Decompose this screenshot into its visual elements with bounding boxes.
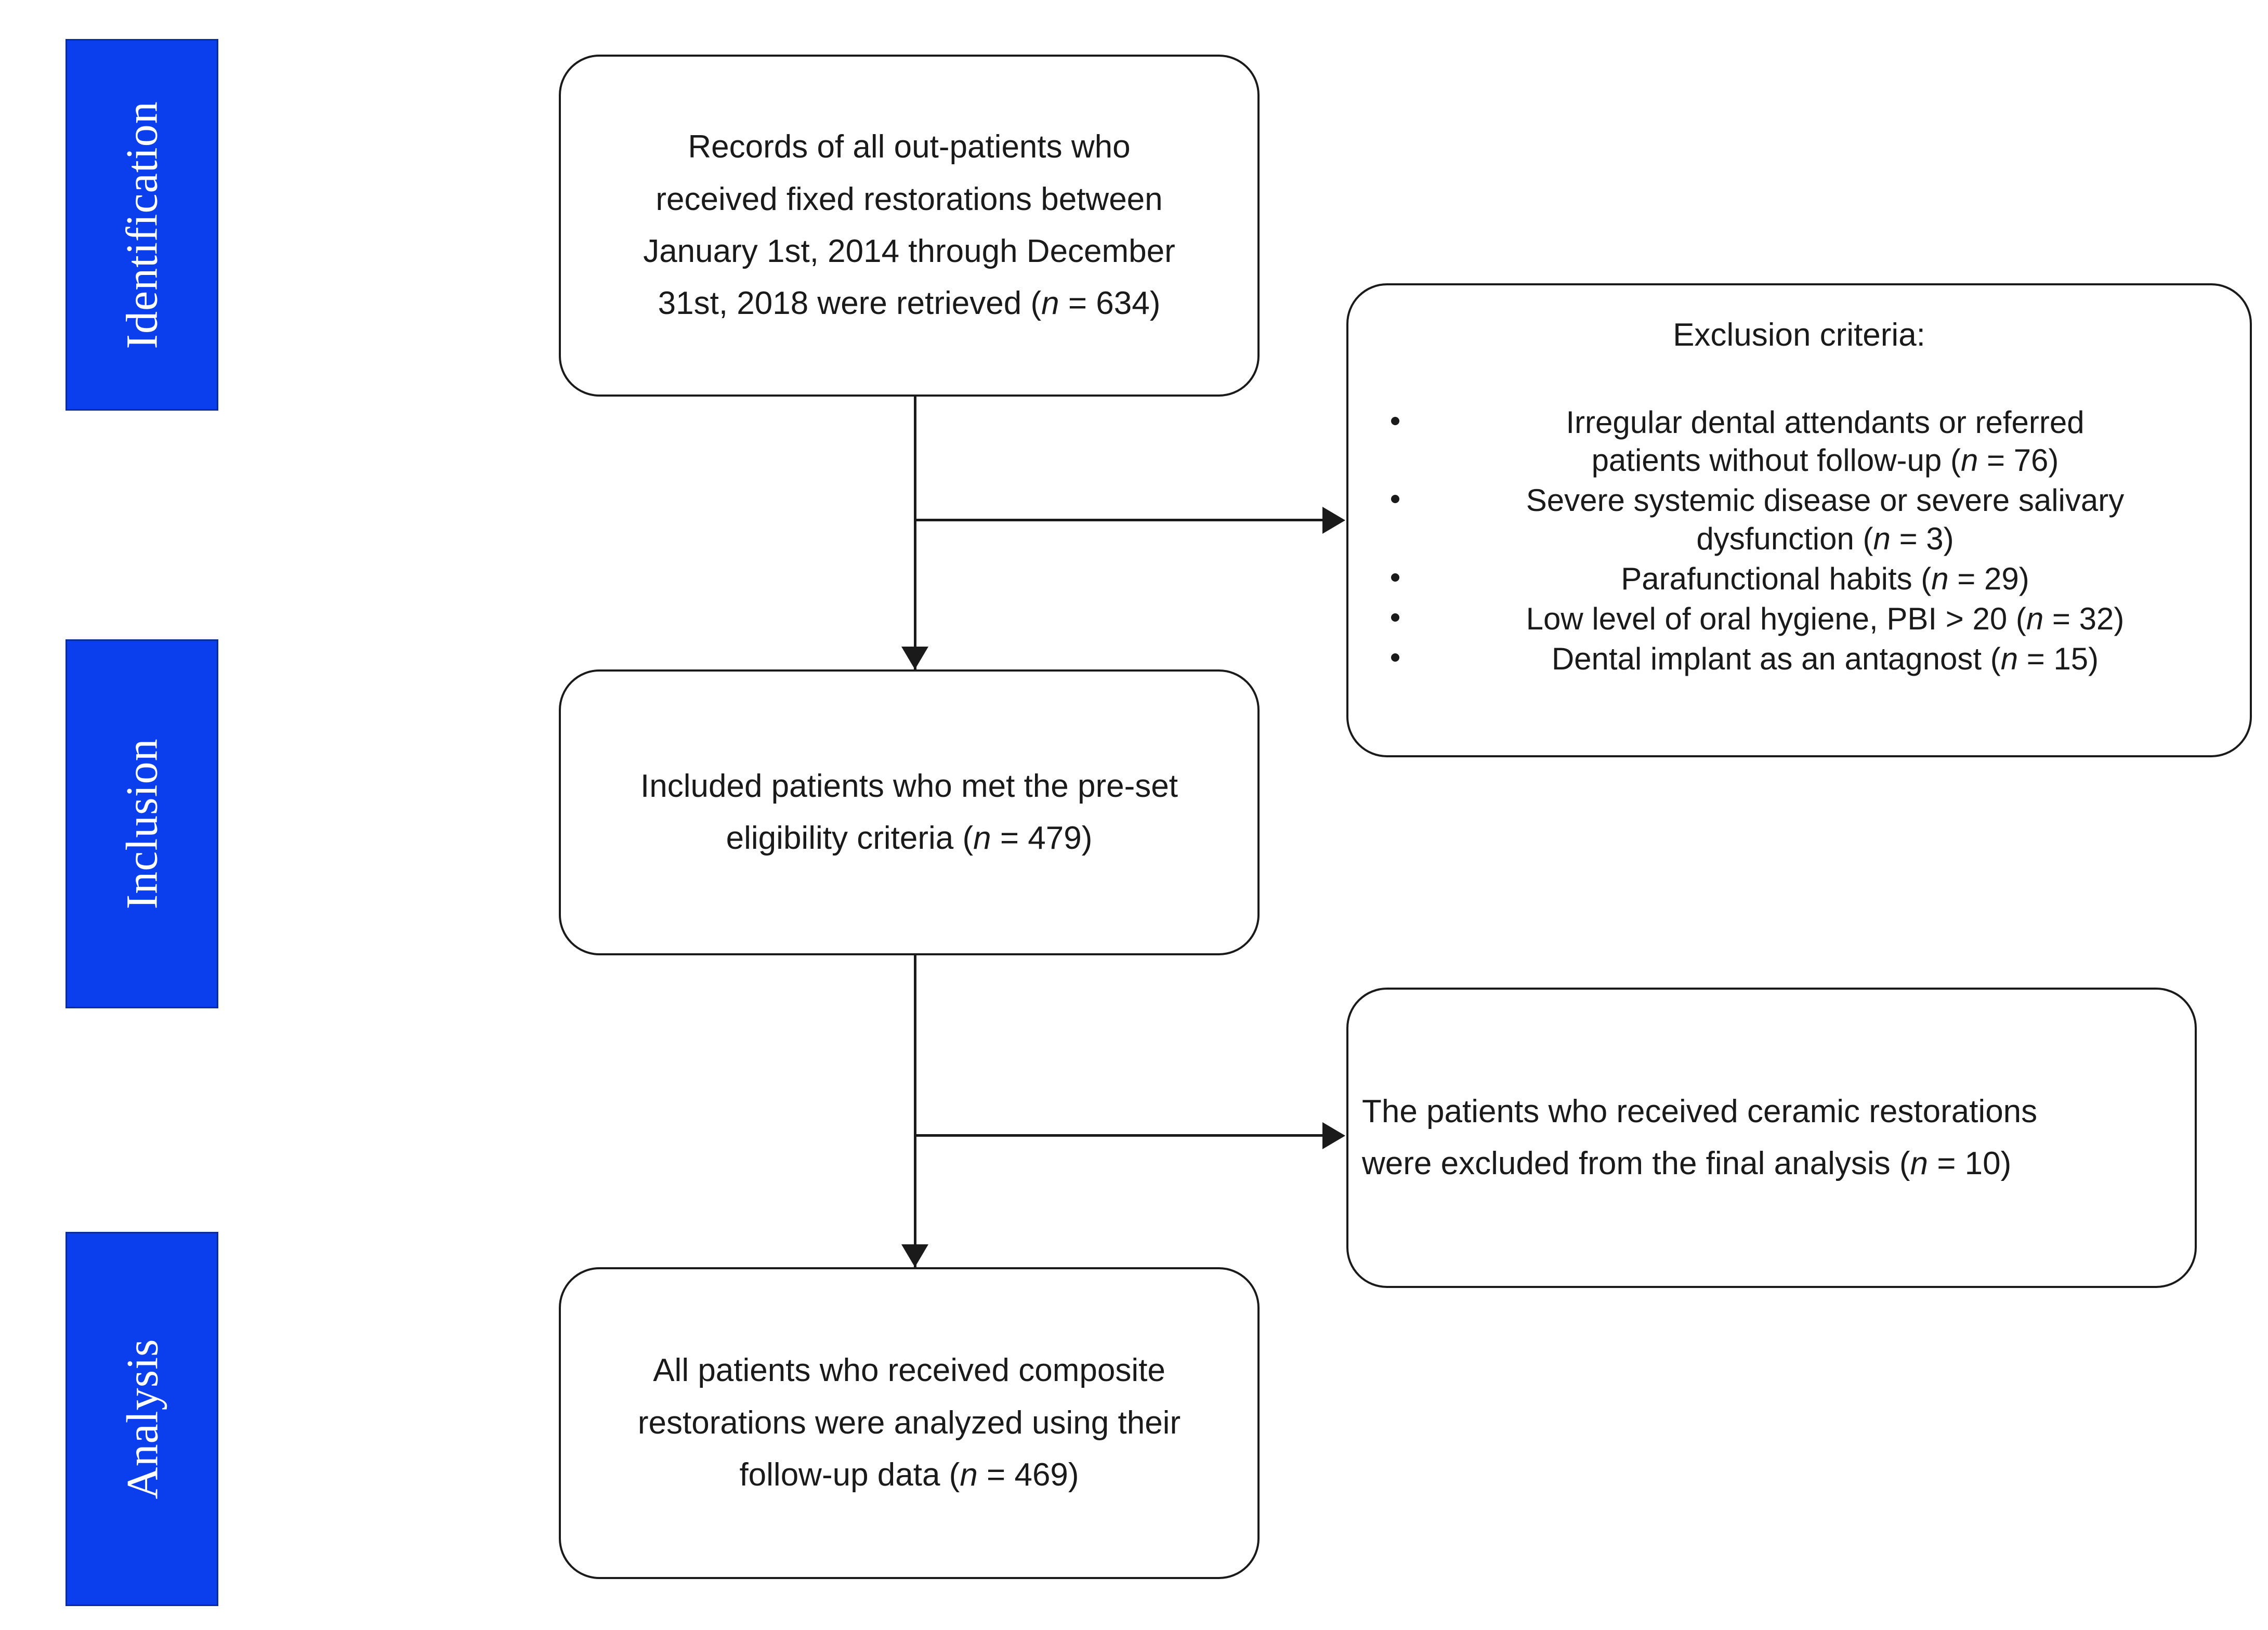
connector-records-to-exclusion: [914, 519, 1325, 521]
exclusion-item-line: Parafunctional habits (n = 29): [1621, 561, 2029, 596]
exclusion-item-line: patients without follow-up (n = 76): [1591, 443, 2059, 478]
node-records-line-1: Records of all out-patients who: [688, 129, 1131, 165]
bullet-icon: [1391, 495, 1399, 504]
exclusion-item: Low level of oral hygiene, PBI > 20 (n =…: [1364, 600, 2234, 638]
node-analyzed-line-3: follow-up data (n = 469): [739, 1457, 1079, 1493]
exclusion-item: Parafunctional habits (n = 29): [1364, 560, 2234, 598]
node-records-line-3: January 1st, 2014 through December: [643, 233, 1175, 269]
arrowhead-right-icon: [1322, 507, 1345, 534]
stage-label-analysis: Analysis: [117, 1338, 167, 1500]
arrowhead-down-icon: [901, 647, 928, 669]
node-ceramic-excluded: The patients who received ceramic restor…: [1346, 988, 2197, 1288]
stage-bar-analysis: Analysis: [65, 1232, 218, 1606]
connector-included-to-ceramic: [914, 1134, 1325, 1137]
connector-records-to-included: [914, 397, 916, 669]
exclusion-item-line: dysfunction (n = 3): [1696, 521, 1954, 556]
arrowhead-down-icon: [901, 1244, 928, 1267]
stage-bar-inclusion: Inclusion: [65, 639, 218, 1008]
stage-label-identification: Identification: [117, 100, 167, 349]
node-included-patients: Included patients who met the pre-set el…: [559, 669, 1260, 955]
node-analyzed-line-1: All patients who received composite: [653, 1352, 1165, 1389]
node-included-line-2: eligibility criteria (n = 479): [726, 820, 1093, 856]
arrowhead-right-icon: [1322, 1122, 1345, 1149]
node-records-line-4: 31st, 2018 were retrieved (n = 634): [658, 285, 1161, 322]
exclusion-item-line: Irregular dental attendants or referred: [1566, 405, 2085, 440]
bullet-icon: [1391, 417, 1399, 425]
node-analyzed-line-2: restorations were analyzed using their: [637, 1404, 1181, 1441]
exclusion-title: Exclusion criteria:: [1673, 317, 1925, 353]
exclusion-item: Severe systemic disease or severe saliva…: [1364, 481, 2234, 557]
node-included-line-1: Included patients who met the pre-set: [640, 768, 1178, 804]
node-ceramic-line-1: The patients who received ceramic restor…: [1362, 1093, 2038, 1129]
node-exclusion-criteria: Exclusion criteria: Irregular dental att…: [1346, 283, 2252, 757]
exclusion-item-line: Dental implant as an antagnost (n = 15): [1551, 641, 2099, 677]
exclusion-criteria-list: Irregular dental attendants or referred …: [1364, 403, 2234, 680]
exclusion-item: Irregular dental attendants or referred …: [1364, 403, 2234, 479]
bullet-icon: [1391, 613, 1399, 622]
exclusion-item: Dental implant as an antagnost (n = 15): [1364, 640, 2234, 678]
stage-label-inclusion: Inclusion: [117, 738, 167, 910]
stage-bar-identification: Identification: [65, 39, 218, 411]
connector-included-to-analyzed: [914, 955, 916, 1267]
node-records-retrieved: Records of all out-patients who received…: [559, 55, 1260, 397]
node-ceramic-line-2: were excluded from the final analysis (n…: [1362, 1146, 2012, 1181]
exclusion-item-line: Low level of oral hygiene, PBI > 20 (n =…: [1526, 601, 2125, 636]
bullet-icon: [1391, 653, 1399, 662]
exclusion-item-line: Severe systemic disease or severe saliva…: [1526, 483, 2125, 518]
node-analyzed-patients: All patients who received composite rest…: [559, 1267, 1260, 1579]
bullet-icon: [1391, 573, 1399, 582]
node-records-line-2: received fixed restorations between: [656, 181, 1163, 217]
